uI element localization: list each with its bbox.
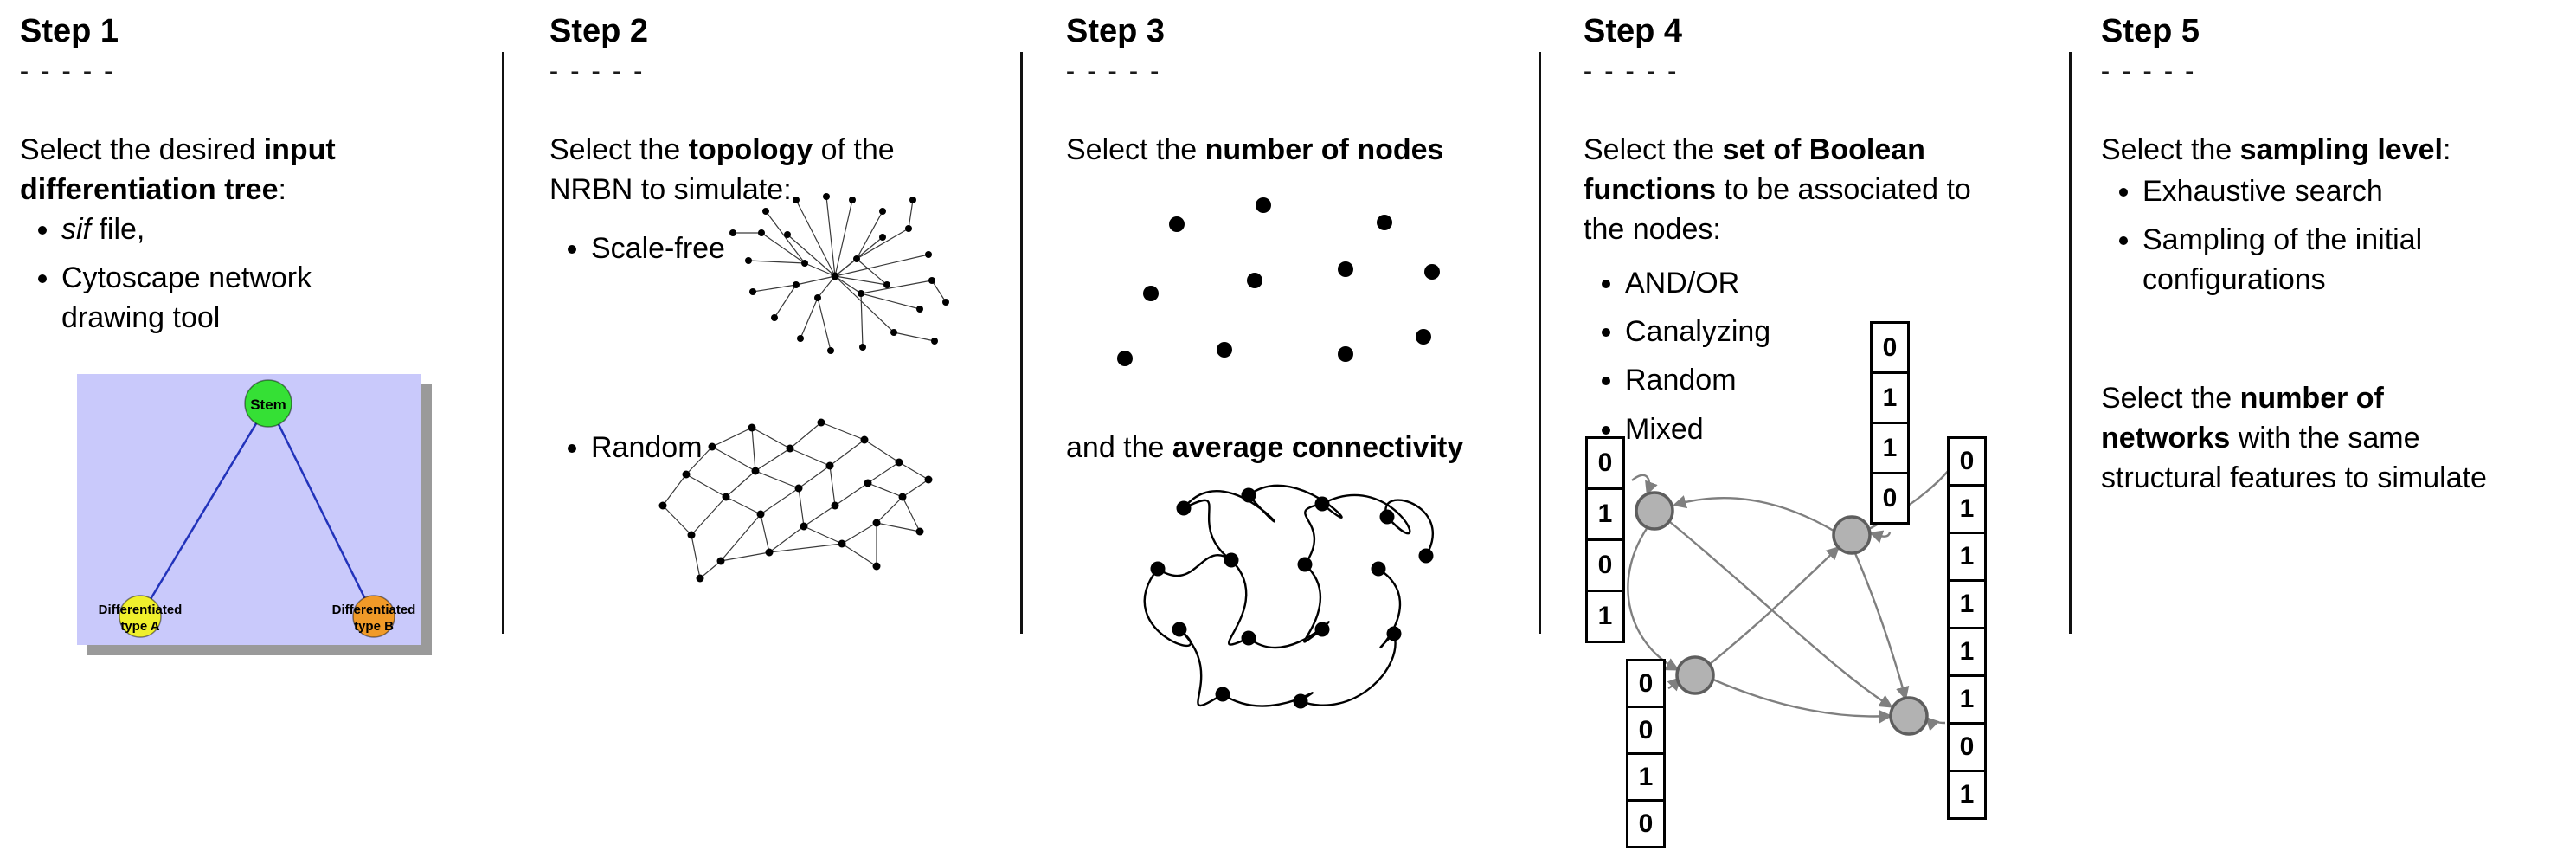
bullet-item: AND/OR: [1625, 263, 1770, 303]
step-3-column: Step 3 - - - - - Select the number of no…: [1066, 13, 1539, 709]
truth-table-cell: 1: [1626, 752, 1666, 802]
scatter-dots: [1117, 197, 1440, 366]
stem-node-label: Stem: [250, 396, 286, 413]
truth-table-cell: 1: [1870, 422, 1910, 474]
step-2-column: Step 2 - - - - - Select the topology of …: [549, 13, 1021, 583]
truth-table-cell: 1: [1947, 532, 1987, 582]
dashed-separator: - - - - -: [549, 56, 646, 86]
column-divider: [1539, 52, 1541, 634]
bullet-item: Random: [591, 428, 703, 467]
boolean-network-figure: 0 1 0 1 0 1 1 0 0 0 1 0 0 1 1 1: [1584, 316, 2068, 851]
bullet-item: Random: [1625, 360, 1770, 400]
step-3-intro: Select the number of nodes: [1066, 133, 1444, 166]
bullet-item: Canalyzing: [1625, 312, 1770, 351]
step-2-bullet-scale-free: Scale-free: [549, 229, 725, 277]
nodes-scatter-figure: [1086, 190, 1449, 399]
network-edges: [733, 196, 947, 351]
step-5-intro: Select the sampling level:: [2101, 133, 2451, 166]
truth-table-cell: 1: [1947, 627, 1987, 677]
boolean-network-nodes: [1635, 491, 1929, 736]
type-b-label-line1: Differentiated: [332, 603, 416, 617]
type-a-label-line2: type A: [120, 619, 159, 634]
truth-table-cell: 0: [1626, 799, 1666, 848]
truth-table-cell: 1: [1947, 484, 1987, 534]
dashed-separator: - - - - -: [20, 56, 116, 86]
truth-table-cell: 0: [1947, 436, 1987, 487]
truth-table-cell: 1: [1947, 770, 1987, 820]
truth-table-cell: 1: [1947, 674, 1987, 725]
bullet-item: Mixed: [1625, 409, 1770, 449]
step-3-title: Step 3: [1066, 13, 1166, 49]
truth-table-cell: 0: [1870, 472, 1910, 525]
boolean-network-svg: [1627, 450, 1963, 736]
connectivity-tangle-figure: [1119, 469, 1449, 729]
truth-table-cell: 0: [1626, 706, 1666, 755]
column-divider: [502, 52, 504, 634]
random-network-figure: [650, 403, 947, 605]
connectivity-tangle-svg: [1143, 484, 1434, 709]
step-4-bullet-list: AND/OR Canalyzing Random Mixed: [1584, 263, 1770, 458]
step-4-title: Step 4: [1584, 13, 1683, 49]
differentiated-type-b-node: [352, 595, 395, 638]
truth-table-cell: 0: [1947, 722, 1987, 772]
type-b-label-line2: type B: [354, 619, 394, 634]
truth-table-left: 0 1 0 1: [1585, 436, 1625, 643]
truth-table-bottom-left: 0 0 1 0: [1626, 659, 1666, 848]
bullet-item: Scale-free: [591, 229, 725, 268]
tangle-dots: [1150, 487, 1434, 709]
dashed-separator: - - - - -: [1066, 56, 1162, 86]
step-5-title: Step 5: [2101, 13, 2200, 49]
bullet-item: Exhaustive search: [2142, 171, 2422, 211]
step-2-bullet-random: Random: [549, 428, 703, 476]
type-a-label-line1: Differentiated: [99, 603, 183, 617]
dashed-separator: - - - - -: [2101, 56, 2197, 86]
scale-free-network-svg: [729, 193, 949, 354]
step-4-column: Step 4 - - - - - Select the set of Boole…: [1584, 13, 2069, 848]
tree-edge-a: [138, 403, 270, 617]
step-1-column: Step 1 - - - - - Select the desired inpu…: [20, 13, 491, 655]
step-5-column: Step 5 - - - - - Select the sampling lev…: [2101, 13, 2576, 494]
column-divider: [1020, 52, 1023, 634]
tree-edge-b: [267, 403, 376, 617]
truth-table-right: 0 1 1 1 1 1 0 1: [1947, 436, 1987, 820]
nodes-scatter-svg: [1117, 197, 1440, 366]
dashed-separator: - - - - -: [1584, 56, 1680, 86]
truth-table-cell: 1: [1947, 579, 1987, 629]
truth-table-cell: 0: [1585, 436, 1625, 490]
truth-table-cell: 1: [1870, 371, 1910, 424]
truth-table-cell: 0: [1626, 659, 1666, 708]
column-divider: [2069, 52, 2072, 634]
differentiated-type-a-node: [119, 595, 162, 638]
truth-table-cell: 1: [1585, 487, 1625, 541]
network-edges: [662, 422, 929, 579]
network-nodes: [729, 193, 949, 354]
random-network-svg: [658, 418, 933, 583]
bullet-item: sif file,: [61, 210, 312, 249]
truth-table-top: 0 1 1 0: [1870, 321, 1910, 525]
network-nodes: [658, 418, 933, 583]
step-1-title: Step 1: [20, 13, 119, 49]
truth-table-cell: 0: [1870, 321, 1910, 374]
truth-table-cell: 0: [1585, 538, 1625, 592]
step-2-title: Step 2: [549, 13, 649, 49]
stem-node: [244, 379, 292, 428]
differentiation-tree-figure: Stem Differentiated type A Differentiate…: [77, 374, 432, 660]
differentiation-tree-svg: Stem Differentiated type A Differentiate…: [77, 374, 432, 655]
scale-free-network-figure: [714, 181, 960, 384]
truth-table-cell: 1: [1585, 590, 1625, 643]
step-5-bullet-list: Exhaustive search Sampling of the initia…: [2101, 171, 2422, 309]
step-3-connectivity-text: and the average connectivity: [1066, 431, 1464, 464]
